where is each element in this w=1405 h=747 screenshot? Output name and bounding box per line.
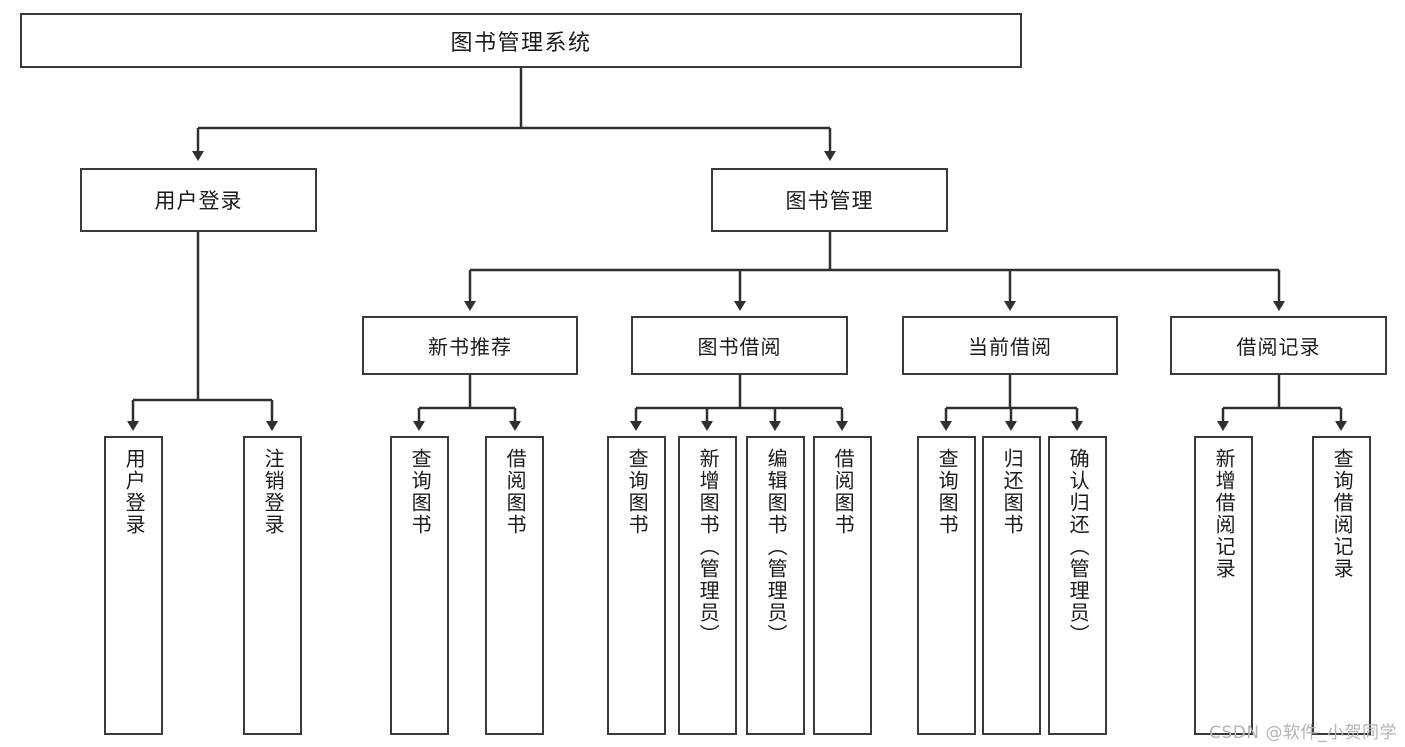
node-label: 新书推荐 — [428, 335, 512, 359]
node-borrow-record[interactable]: 借阅记录 — [1170, 316, 1387, 375]
leaf-borrow-query-book[interactable]: 查询图书 — [607, 436, 666, 735]
leaf-borrow-edit-book-admin[interactable]: 编辑图书（管理员） — [746, 436, 805, 735]
leaf-current-confirm-return-admin[interactable]: 确认归还（管理员） — [1048, 436, 1107, 735]
node-label: 借阅图书 — [503, 448, 528, 536]
node-book-borrow[interactable]: 图书借阅 — [631, 316, 848, 375]
leaf-current-return-book[interactable]: 归还图书 — [982, 436, 1041, 735]
node-label: 编辑图书（管理员） — [764, 448, 789, 646]
node-label: 查询借阅记录 — [1330, 448, 1355, 580]
node-label: 当前借阅 — [968, 335, 1052, 359]
leaf-recommend-borrow-book[interactable]: 借阅图书 — [485, 436, 544, 735]
node-label: 查询图书 — [408, 448, 433, 536]
node-label: 图书管理系统 — [450, 30, 592, 56]
node-label: 归还图书 — [1000, 448, 1025, 536]
node-new-book-recommend[interactable]: 新书推荐 — [362, 316, 578, 375]
node-label: 用户登录 — [154, 189, 243, 213]
leaf-record-add-record[interactable]: 新增借阅记录 — [1194, 436, 1253, 735]
node-label: 查询图书 — [625, 448, 650, 536]
leaf-recommend-query-book[interactable]: 查询图书 — [390, 436, 449, 735]
node-label: 注销登录 — [261, 448, 286, 536]
node-label: 确认归还（管理员） — [1066, 448, 1091, 646]
leaf-user-login[interactable]: 用户登录 — [104, 436, 163, 735]
leaf-borrow-borrow-book[interactable]: 借阅图书 — [813, 436, 872, 735]
leaf-borrow-add-book-admin[interactable]: 新增图书（管理员） — [678, 436, 737, 735]
node-label: 借阅记录 — [1236, 335, 1321, 359]
csdn-watermark: CSDN @软件_小贺同学 — [1209, 723, 1397, 743]
node-label: 新增图书（管理员） — [696, 448, 721, 646]
node-user-login[interactable]: 用户登录 — [80, 168, 317, 232]
leaf-user-logout[interactable]: 注销登录 — [243, 436, 302, 735]
leaf-record-query-record[interactable]: 查询借阅记录 — [1312, 436, 1371, 735]
node-label: 图书借阅 — [697, 335, 782, 359]
node-book-management[interactable]: 图书管理 — [711, 168, 948, 232]
node-label: 用户登录 — [122, 448, 147, 536]
node-label: 新增借阅记录 — [1212, 448, 1237, 580]
node-label: 借阅图书 — [831, 448, 856, 536]
node-current-borrow[interactable]: 当前借阅 — [902, 316, 1118, 375]
node-root-system[interactable]: 图书管理系统 — [20, 13, 1022, 68]
node-label: 图书管理 — [785, 189, 874, 213]
leaf-current-query-book[interactable]: 查询图书 — [917, 436, 976, 735]
node-label: 查询图书 — [935, 448, 960, 536]
